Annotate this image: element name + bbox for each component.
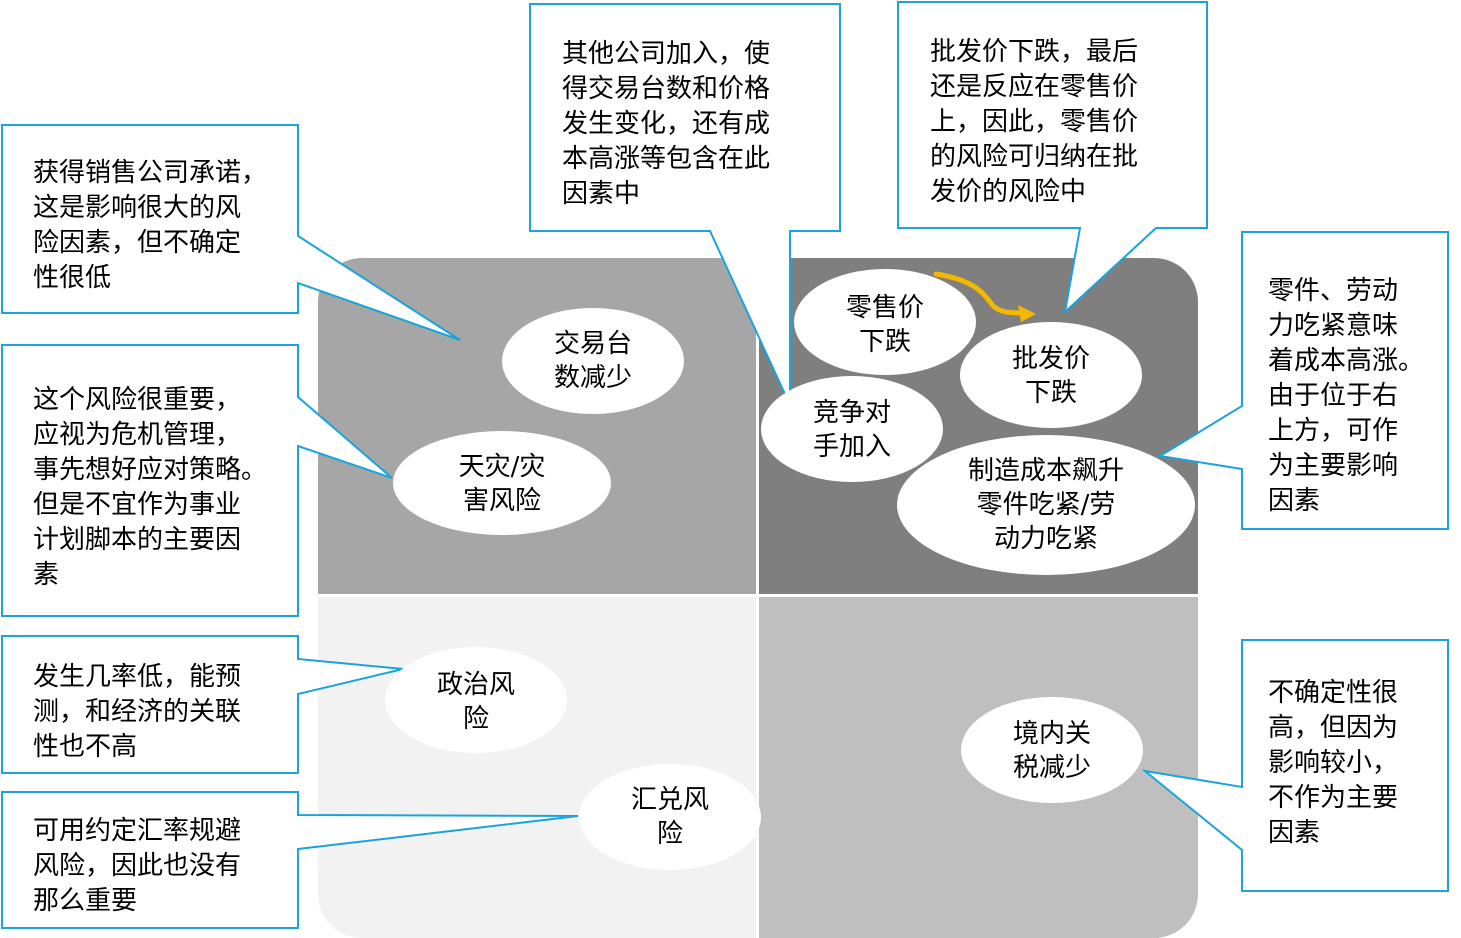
ellipse-retail-price	[794, 269, 976, 375]
ellipse-disaster	[393, 431, 611, 535]
risk-retail-price: 零售价 下跌	[845, 293, 924, 357]
callout-box-crisis	[1, 344, 393, 617]
callout-sales-commitment: 获得销售公司承诺， 这是影响很大的风 险因素，但不确定 性很低	[33, 158, 268, 293]
callout-box-high-uncertainty	[1141, 639, 1449, 892]
callout-box-wholesale-note	[897, 1, 1208, 315]
ellipse-exchange	[579, 764, 761, 870]
ellipse-competitor	[761, 376, 943, 482]
callout-crisis: 这个风险很重要， 应视为危机管理， 事先想好应对策略。 但是不宜作为事业 计划脚…	[33, 385, 268, 590]
ellipse-tariff	[961, 697, 1143, 803]
callout-fixed-rate: 可用约定汇率规避 风险，因此也没有 那么重要	[33, 816, 242, 916]
callout-box-sales-commitment	[1, 124, 461, 341]
risk-manufacturing-cost: 制造成本飙升 零件吃紧/劳 动力吃紧	[967, 455, 1124, 554]
ellipse-trade-volume	[502, 308, 684, 414]
risk-political: 政治风 险	[436, 670, 515, 734]
callout-wholesale-note: 批发价下跌，最后 还是反应在零售价 上，因此，零售价 的风险可归纳在批 发价的风…	[930, 37, 1139, 207]
callout-box-other-companies	[529, 3, 841, 406]
risk-trade-volume: 交易台 数减少	[553, 329, 632, 393]
risk-exchange: 汇兑风 险	[630, 785, 709, 849]
ellipse-political	[385, 647, 567, 753]
ellipse-wholesale-price	[960, 322, 1142, 428]
curved-arrow-icon	[933, 271, 1036, 322]
risk-competitor: 竞争对 手加入	[812, 398, 891, 462]
risk-disaster: 天灾/灾 害风险	[458, 452, 546, 516]
callout-other-companies: 其他公司加入，使 得交易台数和价格 发生变化，还有成 本高涨等包含在此 因素中	[562, 39, 771, 209]
callout-box-parts-labor	[1157, 231, 1449, 530]
callout-low-probability: 发生几率低，能预 测，和经济的关联 性也不高	[33, 662, 242, 762]
callout-parts-labor: 零件、劳动 力吃紧意味 着成本高涨。 由于位于右 上方，可作 为主要影响 因素	[1268, 276, 1425, 516]
ellipse-manufacturing-cost	[897, 435, 1195, 575]
callout-box-low-probability	[1, 635, 404, 774]
callout-high-uncertainty: 不确定性很 高，但因为 影响较小， 不作为主要 因素	[1268, 678, 1399, 848]
risk-tariff: 境内关 税减少	[1012, 719, 1091, 783]
risk-wholesale-price: 批发价 下跌	[1011, 344, 1090, 408]
callout-box-fixed-rate	[1, 791, 579, 929]
